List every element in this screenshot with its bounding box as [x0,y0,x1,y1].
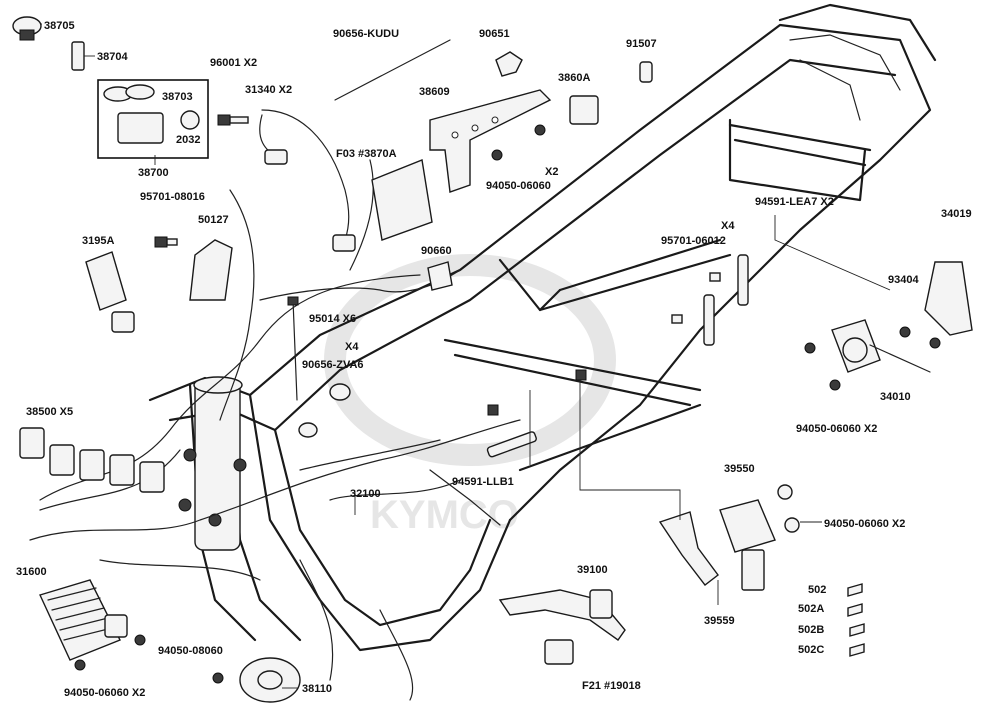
label-95701-08016: 95701-08016 [140,191,205,203]
bolt-93404 [899,326,941,349]
label-2032: 2032 [176,134,200,146]
label-39550: 39550 [724,463,755,475]
cable-ties-95014 [287,296,299,401]
label-32100: 32100 [350,488,381,500]
label-50127: 50127 [198,214,229,226]
label-39100: 39100 [577,564,608,576]
label-38704: 38704 [97,51,128,63]
module-39550 [719,484,800,591]
label-f21: F21 #19018 [582,680,641,692]
watermark-text: KYMCO [370,493,519,537]
unit-34010 [804,319,931,391]
label-38700: 38700 [138,167,169,179]
label-91507: 91507 [626,38,657,50]
leader-lines [40,23,891,689]
label-90651: 90651 [479,28,510,40]
bracket-39559 [658,511,719,586]
bracket-39100 [498,589,626,665]
relay-3860a [569,95,599,125]
screw-91507 [639,61,653,83]
bolt-95701-08016 [154,236,178,248]
clip-90651 [495,51,523,77]
label-94050-a: 94050-06060 [486,180,551,192]
label-93404: 93404 [888,274,919,286]
steering-head [178,376,247,551]
label-31600: 31600 [16,566,47,578]
label-x4-b: X4 [345,341,359,353]
sensor-31340 [259,109,356,252]
bracket-38609 [429,89,552,193]
label-95014: 95014 X6 [309,313,356,325]
label-94050-b: 94050-06060 X2 [796,423,877,435]
label-39559: 39559 [704,615,735,627]
label-34019: 34019 [941,208,972,220]
label-502: 502 [808,584,826,596]
label-x4-a: X4 [721,220,735,232]
label-502a: 502A [798,603,824,615]
relay-3195a [85,251,135,333]
label-f03: F03 #3870A [336,148,397,160]
label-94591-llb1: 94591-LLB1 [452,476,514,488]
label-94050-d: 94050-08060 [158,645,223,657]
label-94050-c: 94050-06060 X2 [824,518,905,530]
part-38705 [12,16,42,41]
part-38704 [71,41,85,71]
bracket-50127 [189,239,233,301]
label-x2-a: X2 [545,166,558,178]
label-38609: 38609 [419,86,450,98]
label-38705: 38705 [44,20,75,32]
label-3860a: 3860A [558,72,590,84]
connectors-38500 [19,427,165,493]
label-38110: 38110 [302,683,332,695]
label-502b: 502B [798,624,824,636]
fuses-502 [847,583,865,657]
label-31340: 31340 X2 [245,84,292,96]
bolts-95701-06012 [671,272,721,324]
cover-34019 [924,261,973,336]
label-502c: 502C [798,644,824,656]
label-90660: 90660 [421,245,452,257]
regulator-31600 [39,579,146,671]
ecu-f03-3870a [371,159,433,241]
label-38703: 38703 [162,91,193,103]
cable-tie-90656-kudu [334,39,451,101]
label-94050-e: 94050-06060 X2 [64,687,145,699]
label-90656-zva6: 90656-ZVA6 [302,359,364,371]
label-34010: 34010 [880,391,911,403]
part-labels: 38705 38704 38703 2032 38700 96001 X2 31… [16,20,972,699]
label-38500: 38500 X5 [26,406,73,418]
band-94591-llb1 [486,369,587,458]
label-94591-lea7: 94591-LEA7 X2 [755,196,834,208]
clip-90656-zva6 [298,383,351,438]
bolt-96001 [217,114,249,126]
label-3195a: 3195A [82,235,114,247]
label-95701-06012: 95701-06012 [661,235,726,247]
label-90656-kudu: 90656-KUDU [333,28,399,40]
keyset-box-38700 [97,79,209,159]
bands-94591-lea7 [703,254,749,346]
kymco-watermark: KYMCO [324,254,616,537]
clip-90660 [427,261,453,291]
label-96001: 96001 X2 [210,57,257,69]
horn-38110 [212,657,301,703]
wiring-harness [29,159,521,701]
nut-94050-06060-a [491,124,546,161]
